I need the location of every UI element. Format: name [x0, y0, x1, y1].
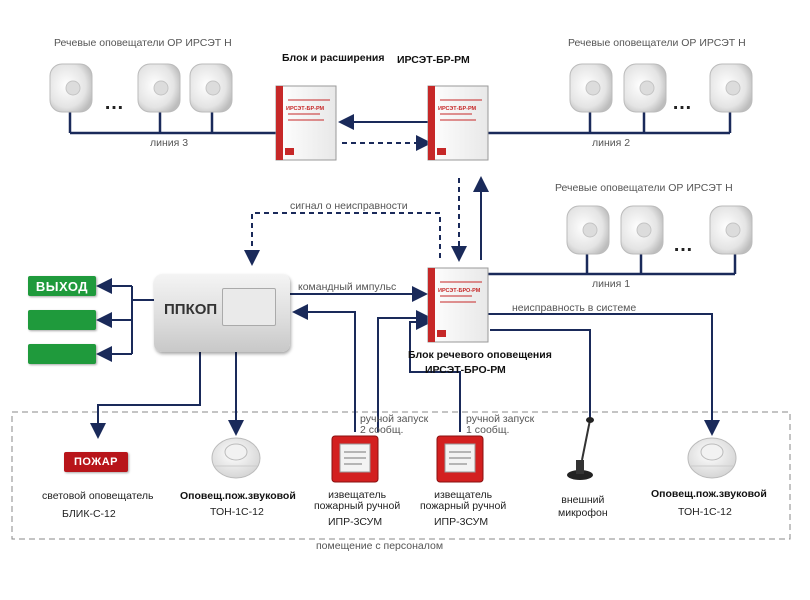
expansion-panel-left-label: ИРСЭТ-БР-РМ — [286, 106, 325, 112]
speaker-icon — [49, 63, 93, 113]
speaker-line-2 — [488, 110, 732, 135]
sound-alarm-icon — [211, 437, 261, 479]
speech-unit-panel-label: ИРСЭТ-БРО-РМ — [438, 288, 481, 294]
manual-call-point-icon — [331, 435, 379, 483]
manual-call-point-1-name: извещатель пожарный ручной — [420, 489, 507, 512]
speaker-icon — [709, 63, 753, 113]
room-label: помещение с персоналом — [316, 540, 444, 552]
light-alarm-name: световой оповещатель — [42, 490, 154, 502]
line1-label: линия 1 — [592, 278, 631, 290]
ppkop-to-light — [90, 352, 201, 439]
expansion-panel-right — [427, 85, 489, 161]
system-fault-label: неисправность в системе — [512, 302, 637, 314]
expansion-title: Блок и расширения — [282, 52, 385, 64]
speaker-line-3 — [68, 110, 276, 135]
system-fault-path — [488, 313, 720, 436]
manual-call-point-2-model: ИПР-3СУМ — [328, 516, 383, 528]
microphone-icon — [567, 417, 594, 480]
sound-alarm-2-model: ТОН-1С-12 — [678, 506, 732, 518]
group-title-top-left: Речевые оповещатели ОР ИРСЭТ Н — [54, 37, 232, 49]
command-impulse-label: командный импульс — [298, 281, 397, 293]
speaker-icon — [709, 205, 753, 255]
fire-sign-text: ПОЖАР — [73, 456, 119, 468]
dots-line2: … — [672, 92, 692, 114]
ppkop-display-window — [222, 288, 276, 326]
group-title-top-right: Речевые оповещатели ОР ИРСЭТ Н — [568, 37, 746, 49]
sound-alarm-name: Оповещ.пож.звуковой — [180, 490, 296, 502]
expansion-model: ИРСЭТ-БР-РМ — [397, 54, 470, 66]
speaker-icon — [566, 205, 610, 255]
expansion-panel-right-label: ИРСЭТ-БР-РМ — [438, 106, 477, 112]
speech-unit-model: ИРСЭТ-БРО-РМ — [425, 364, 506, 376]
speaker-line-1 — [488, 252, 737, 276]
fire-light-sign: ПОЖАР — [64, 452, 128, 472]
ppkop-controller: ППКОП — [154, 274, 290, 352]
evacuation-sign — [28, 310, 96, 330]
microphone-name: внешний микрофон — [558, 494, 608, 519]
room-border — [11, 411, 791, 540]
fault-signal-path — [244, 212, 441, 266]
speaker-icon — [137, 63, 181, 113]
speech-unit-title: Блок речевого оповещения — [408, 349, 552, 361]
manual-call-point-1-model: ИПР-3СУМ — [434, 516, 489, 528]
ppkop-label: ППКОП — [164, 301, 218, 318]
mcp2-to-bro — [377, 310, 432, 432]
dots-line1: … — [673, 234, 693, 256]
speaker-icon — [189, 63, 233, 113]
speaker-icon — [623, 63, 667, 113]
manual-start-2-label: ручной запуск 2 сообщ. — [360, 413, 429, 436]
mcp2-to-ppkop — [292, 304, 356, 432]
manual-start-1-label: ручной запуск 1 сообщ. — [466, 413, 535, 436]
exit-sign: ВЫХОД — [28, 276, 96, 296]
manual-call-point-2-name: извещатель пожарный ручной — [314, 489, 401, 512]
group-title-mid-right: Речевые оповещатели ОР ИРСЭТ Н — [555, 182, 733, 194]
sound-alarm-icon — [687, 437, 737, 479]
line2-label: линия 2 — [592, 137, 631, 149]
light-alarm-model: БЛИК-С-12 — [62, 508, 116, 520]
microphone-line — [490, 329, 591, 420]
speaker-icon — [569, 63, 613, 113]
expansion-panel-left — [275, 85, 337, 161]
fault-signal-label: сигнал о неисправности — [290, 200, 408, 212]
manual-call-point-icon — [436, 435, 484, 483]
sound-alarm-2-name: Оповещ.пож.звуковой — [651, 488, 767, 500]
speech-unit-panel — [427, 267, 489, 343]
speaker-icon — [620, 205, 664, 255]
exit-sign-wires — [96, 278, 154, 362]
sound-alarm-model: ТОН-1С-12 — [210, 506, 264, 518]
direction-sign — [28, 344, 96, 364]
dots-line3: … — [104, 92, 124, 114]
line3-label: линия 3 — [150, 137, 189, 149]
exit-sign-text: ВЫХОД — [35, 278, 89, 294]
mcp1-to-bro — [409, 314, 461, 432]
